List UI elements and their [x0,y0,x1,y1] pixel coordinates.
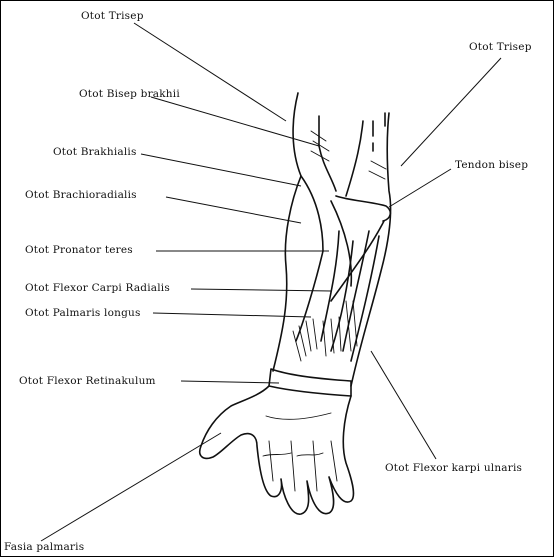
leader-flexor-carpi-radialis [191,289,331,291]
leader-palmaris [153,313,311,317]
arm-outline-left [273,93,301,371]
label-pronator-teres: Otot Pronator teres [25,244,133,256]
leader-flexor-ulnaris [371,351,436,459]
label-fasia-palmaris: Fasia palmaris [4,541,84,553]
label-bisep-brakhii: Otot Bisep brakhii [79,88,180,100]
leader-tendon [389,169,451,207]
leader-trisep-top [134,23,286,121]
leader-retinakulum [181,381,279,383]
leader-fasia [41,433,221,541]
label-tendon-bisep: Tendon bisep [455,159,528,171]
label-trisep-top: Otot Trisep [81,10,144,22]
leader-brachioradialis [166,197,301,223]
label-brachioradialis: Otot Brachioradialis [25,189,137,201]
label-flexor-carpi-radialis: Otot Flexor Carpi Radialis [25,282,170,294]
leader-trisep-right [401,58,501,166]
leader-brakhialis [141,154,301,186]
label-palmaris-longus: Otot Palmaris longus [25,307,141,319]
label-flexor-retinakulum: Otot Flexor Retinakulum [19,375,156,387]
label-trisep-right: Otot Trisep [469,41,532,53]
hand-outline [200,386,354,514]
label-flexor-karpi-ulnaris: Otot Flexor karpi ulnaris [385,462,522,474]
label-brakhialis: Otot Brakhialis [53,146,137,158]
retinaculum-band [269,369,351,396]
